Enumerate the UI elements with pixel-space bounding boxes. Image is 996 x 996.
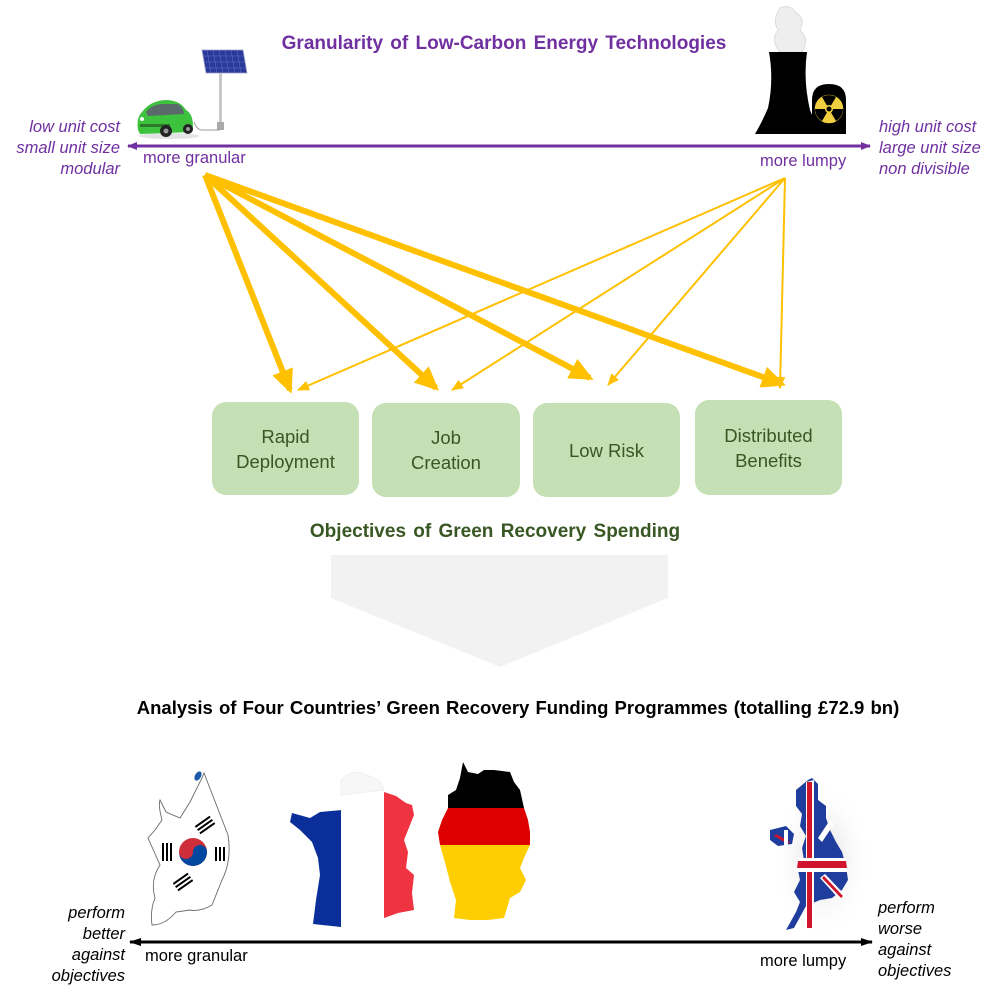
arrow-lumpy-to-low-risk: [607, 177, 786, 386]
objectives-title: Objectives of Green Recovery Spending: [309, 521, 681, 542]
objective-line: Low Risk: [568, 439, 645, 461]
note-line: low unit cost: [29, 118, 120, 136]
arrow-granular-to-distributed-benefits: [203, 172, 786, 388]
more-lumpy-label-bottom: more lumpy: [760, 952, 847, 970]
objective-line: Creation: [411, 452, 481, 473]
note-line: non divisible: [879, 160, 970, 178]
note-line: small unit size: [16, 139, 120, 157]
objective-line: Job: [431, 427, 461, 448]
more-granular-label-bottom: more granular: [145, 947, 248, 965]
note-line: worse: [878, 920, 923, 938]
note-line: objectives: [51, 967, 125, 985]
note-line: objectives: [878, 962, 952, 980]
note-line: large unit size: [879, 139, 981, 157]
note-line: against: [878, 941, 932, 959]
lumpy-characteristics: high unit cost large unit size non divis…: [879, 117, 996, 180]
objective-line: Benefits: [735, 449, 802, 471]
note-line: better: [82, 925, 125, 943]
granular-characteristics: low unit cost small unit size modular: [0, 117, 120, 180]
analysis-title: Analysis of Four Countries’ Green Recove…: [136, 697, 900, 718]
uk-flag-map-icon: [770, 778, 872, 940]
arrow-granular-to-rapid-deployment: [202, 173, 293, 394]
note-line: high unit cost: [879, 118, 977, 136]
germany-flag-map-icon: [438, 762, 530, 920]
objective-line: Distributed: [724, 424, 813, 446]
arrow-lumpy-to-distributed-benefits: [775, 177, 786, 389]
granularity-title: Granularity of Low-Carbon Energy Technol…: [281, 33, 727, 54]
arrow-layer: [202, 172, 786, 394]
note-line: perform: [68, 904, 125, 922]
objective-line: Deployment: [236, 450, 335, 472]
more-lumpy-label-top: more lumpy: [760, 152, 847, 170]
note-line: against: [71, 946, 125, 964]
arrow-granular-to-low-risk: [203, 172, 594, 381]
arrow-lumpy-to-job-creation: [451, 177, 786, 391]
note-line: modular: [60, 160, 120, 178]
objective-low-risk: Low Risk: [533, 403, 680, 497]
france-flag-map-icon: [290, 770, 414, 930]
arrow-granular-to-job-creation: [202, 172, 439, 391]
electric-car-solar-panel-icon: [137, 49, 248, 139]
more-granular-label-top: more granular: [143, 149, 246, 167]
solar-panel-icon: [193, 49, 248, 131]
electric-car-icon: [137, 100, 199, 139]
south-korea-flag-map-icon: [147, 771, 230, 926]
nuclear-plant-icon: [755, 6, 846, 134]
perform-worse-note: perform worse against objectives: [878, 898, 996, 982]
objective-line: Rapid: [261, 425, 310, 447]
perform-better-note: perform better against objectives: [0, 903, 125, 987]
arrow-lumpy-to-rapid-deployment: [297, 177, 786, 391]
down-chevron-arrow: [331, 555, 668, 667]
note-line: perform: [878, 899, 935, 917]
